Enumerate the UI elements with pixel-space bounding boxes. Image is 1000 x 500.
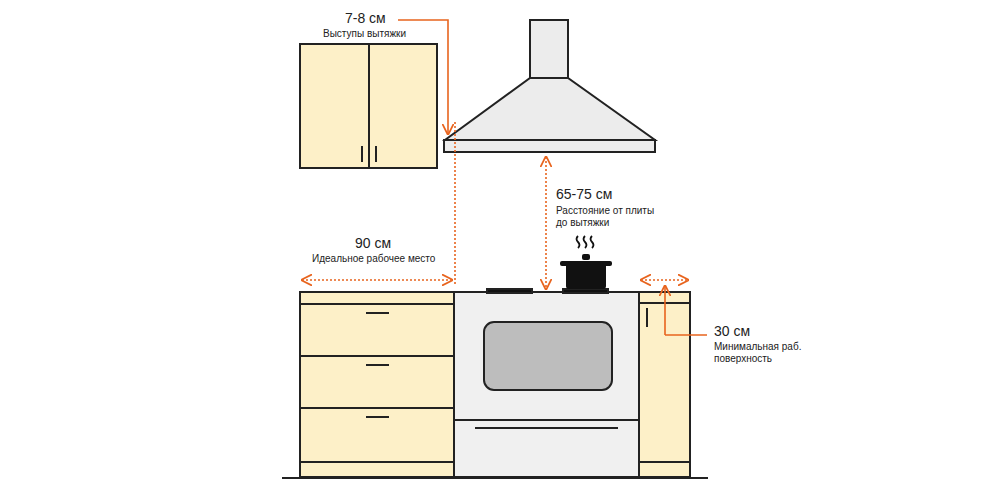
base-cabinet — [300, 292, 454, 477]
floor-line — [282, 477, 708, 479]
wall-cabinet — [300, 44, 437, 168]
dimension-value: 90 см — [355, 235, 391, 252]
dimension-value: 7-8 см — [345, 10, 386, 27]
dimension-caption: Идеальное рабочее место — [312, 253, 435, 265]
range-hood — [444, 20, 655, 152]
dimension-caption: Расстояние от плиты до вытяжки — [556, 205, 668, 229]
dimension-caption: Минимальная раб. поверхность — [714, 341, 809, 365]
dimension-lines — [302, 20, 707, 335]
stove — [454, 289, 639, 477]
dimension-value: 65-75 см — [556, 186, 612, 203]
pot — [560, 236, 612, 289]
dimension-caption: Выступы вытяжки — [323, 28, 406, 40]
dimension-value: 30 см — [714, 323, 750, 340]
